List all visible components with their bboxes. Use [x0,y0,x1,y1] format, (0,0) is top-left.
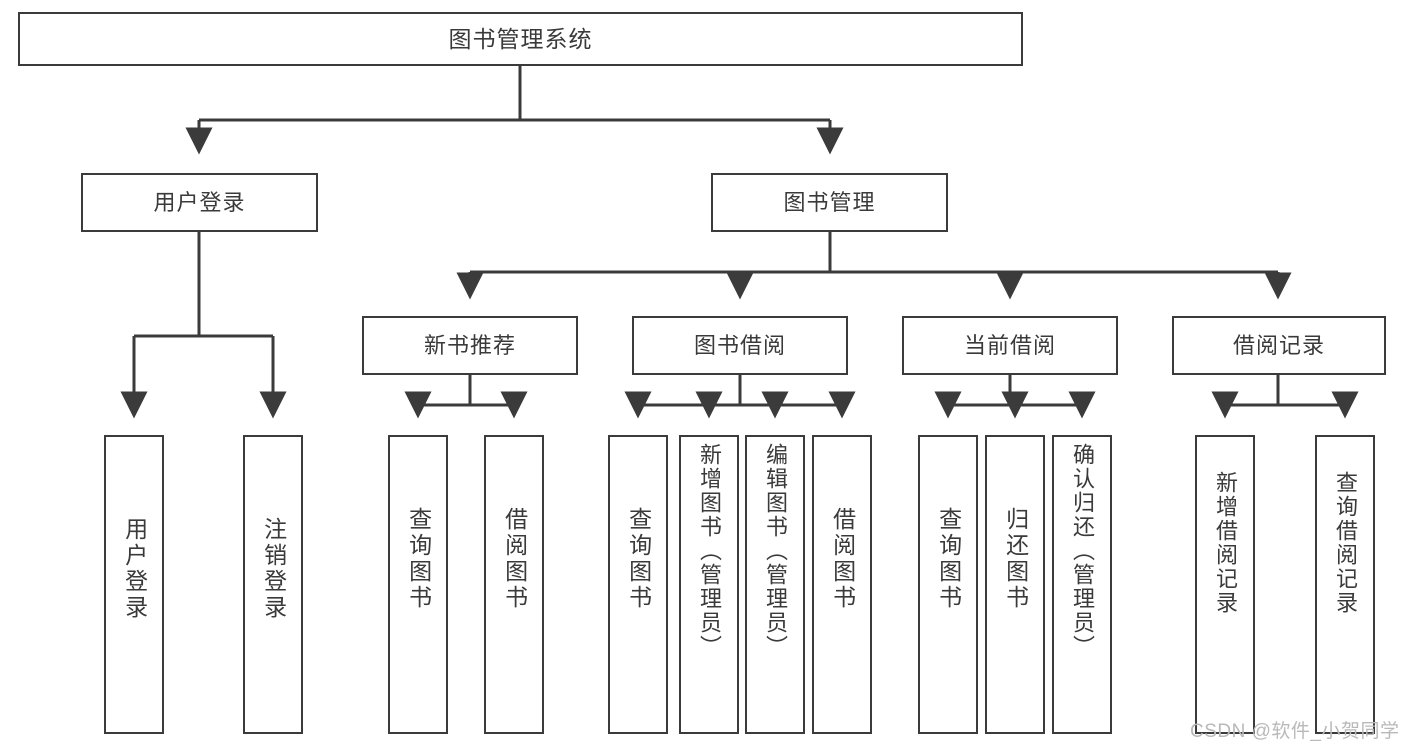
node-label: 图书管理系统 [448,25,593,52]
node-label: 归还图书 [1002,507,1029,611]
node-label: 新书推荐 [423,332,516,358]
node-user-login[interactable]: 用户登录 [81,173,318,232]
node-leaf-return-book[interactable]: 归还图书 [985,435,1045,734]
node-leaf-query-borrow-record[interactable]: 查询借阅记录 [1315,435,1375,734]
node-label: 查询图书 [935,507,962,611]
node-leaf-borrow-book-recommend[interactable]: 借阅图书 [484,435,544,734]
node-book-borrow[interactable]: 图书借阅 [632,316,848,375]
node-new-book-recommend[interactable]: 新书推荐 [362,316,578,375]
node-label: 查询借阅记录 [1332,471,1358,615]
node-label: 图书借阅 [693,332,786,358]
node-label: 注销登录 [260,517,287,621]
node-label: 查询图书 [405,507,432,611]
node-label: 借阅图书 [501,507,528,611]
node-leaf-query-book-borrow[interactable]: 查询图书 [608,435,668,734]
node-leaf-edit-book-admin[interactable]: 编辑图书（管理员） [745,435,805,734]
node-leaf-add-book-admin[interactable]: 新增图书（管理员） [679,435,739,734]
node-label: 新增借阅记录 [1212,471,1238,615]
node-leaf-borrow-book[interactable]: 借阅图书 [812,435,872,734]
node-leaf-add-borrow-record[interactable]: 新增借阅记录 [1195,435,1255,734]
node-borrow-record[interactable]: 借阅记录 [1172,316,1386,375]
node-label: 新增图书（管理员） [696,443,722,659]
node-leaf-user-login[interactable]: 用户登录 [104,435,164,734]
node-current-borrow[interactable]: 当前借阅 [902,316,1118,375]
node-label: 当前借阅 [963,332,1056,358]
node-label: 用户登录 [121,517,148,621]
csdn-watermark: CSDN @软件_小贺同学 [1190,721,1400,742]
node-label: 确认归还（管理员） [1069,443,1095,659]
node-label: 图书管理 [783,189,876,215]
node-leaf-user-logout[interactable]: 注销登录 [243,435,303,734]
node-leaf-query-book-recommend[interactable]: 查询图书 [388,435,448,734]
node-label: 借阅图书 [829,507,856,611]
node-book-management[interactable]: 图书管理 [711,173,948,232]
node-label: 借阅记录 [1232,332,1325,358]
node-label: 编辑图书（管理员） [762,443,788,659]
node-root-book-management-system[interactable]: 图书管理系统 [18,12,1023,66]
node-label: 用户登录 [153,189,246,215]
node-leaf-confirm-return-admin[interactable]: 确认归还（管理员） [1052,435,1112,734]
node-leaf-query-book-current[interactable]: 查询图书 [918,435,978,734]
node-label: 查询图书 [625,507,652,611]
